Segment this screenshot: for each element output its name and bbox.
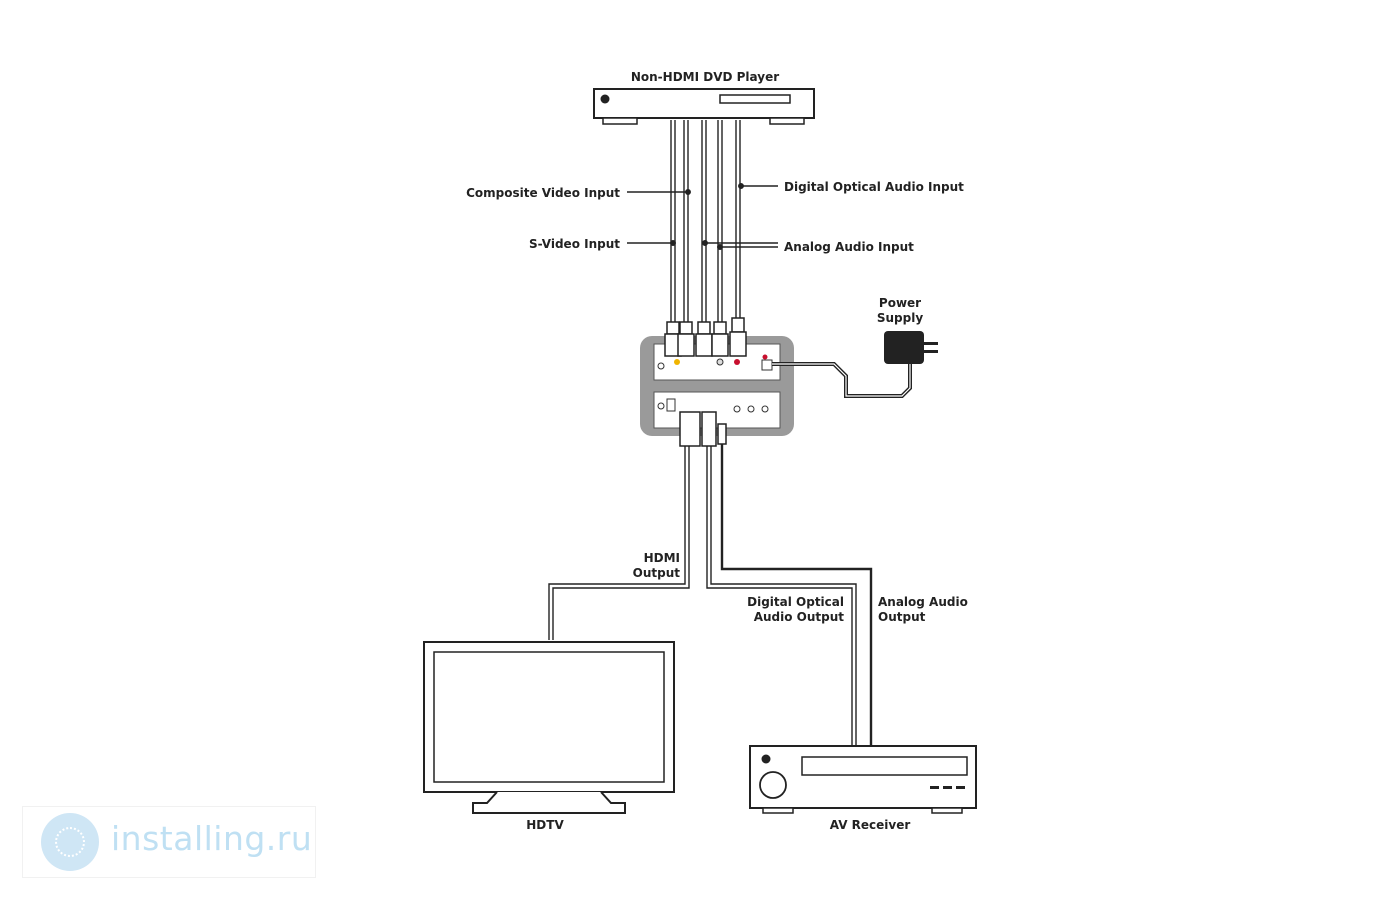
analog-output-cable — [720, 444, 873, 745]
hdtv — [423, 641, 675, 814]
composite-video-label: Composite Video Input — [466, 186, 620, 200]
watermark-logo-icon — [41, 813, 99, 871]
converter-box — [640, 336, 794, 436]
input-plugs — [664, 317, 747, 357]
s-video-label: S-Video Input — [529, 237, 620, 251]
dvd-player — [593, 88, 815, 125]
optical-output-label-line1: Digital Optical — [747, 595, 844, 609]
analog-output-label-line1: Analog Audio — [878, 595, 968, 609]
watermark-text: installing.ru — [111, 819, 313, 858]
hdmi-output-cable — [548, 446, 690, 640]
input-cables — [670, 120, 741, 322]
av-receiver — [749, 745, 977, 814]
hdmi-output-label-line1: HDMI — [644, 551, 680, 565]
analog-audio-input-label: Analog Audio Input — [784, 240, 914, 254]
power-label-line2: Supply — [877, 311, 923, 325]
dvd-player-label: Non-HDMI DVD Player — [631, 70, 779, 84]
watermark: installing.ru — [22, 806, 316, 878]
av-receiver-label: AV Receiver — [830, 818, 911, 832]
input-pointers — [627, 183, 778, 250]
optical-output-cable — [706, 446, 857, 745]
power-supply — [772, 331, 938, 398]
power-label-line1: Power — [879, 296, 921, 310]
digital-optical-input-label: Digital Optical Audio Input — [784, 180, 964, 194]
hdtv-label: HDTV — [526, 818, 564, 832]
analog-output-label-line2: Output — [878, 610, 926, 624]
hdmi-output-label-line2: Output — [633, 566, 681, 580]
optical-output-label-line2: Audio Output — [754, 610, 845, 624]
